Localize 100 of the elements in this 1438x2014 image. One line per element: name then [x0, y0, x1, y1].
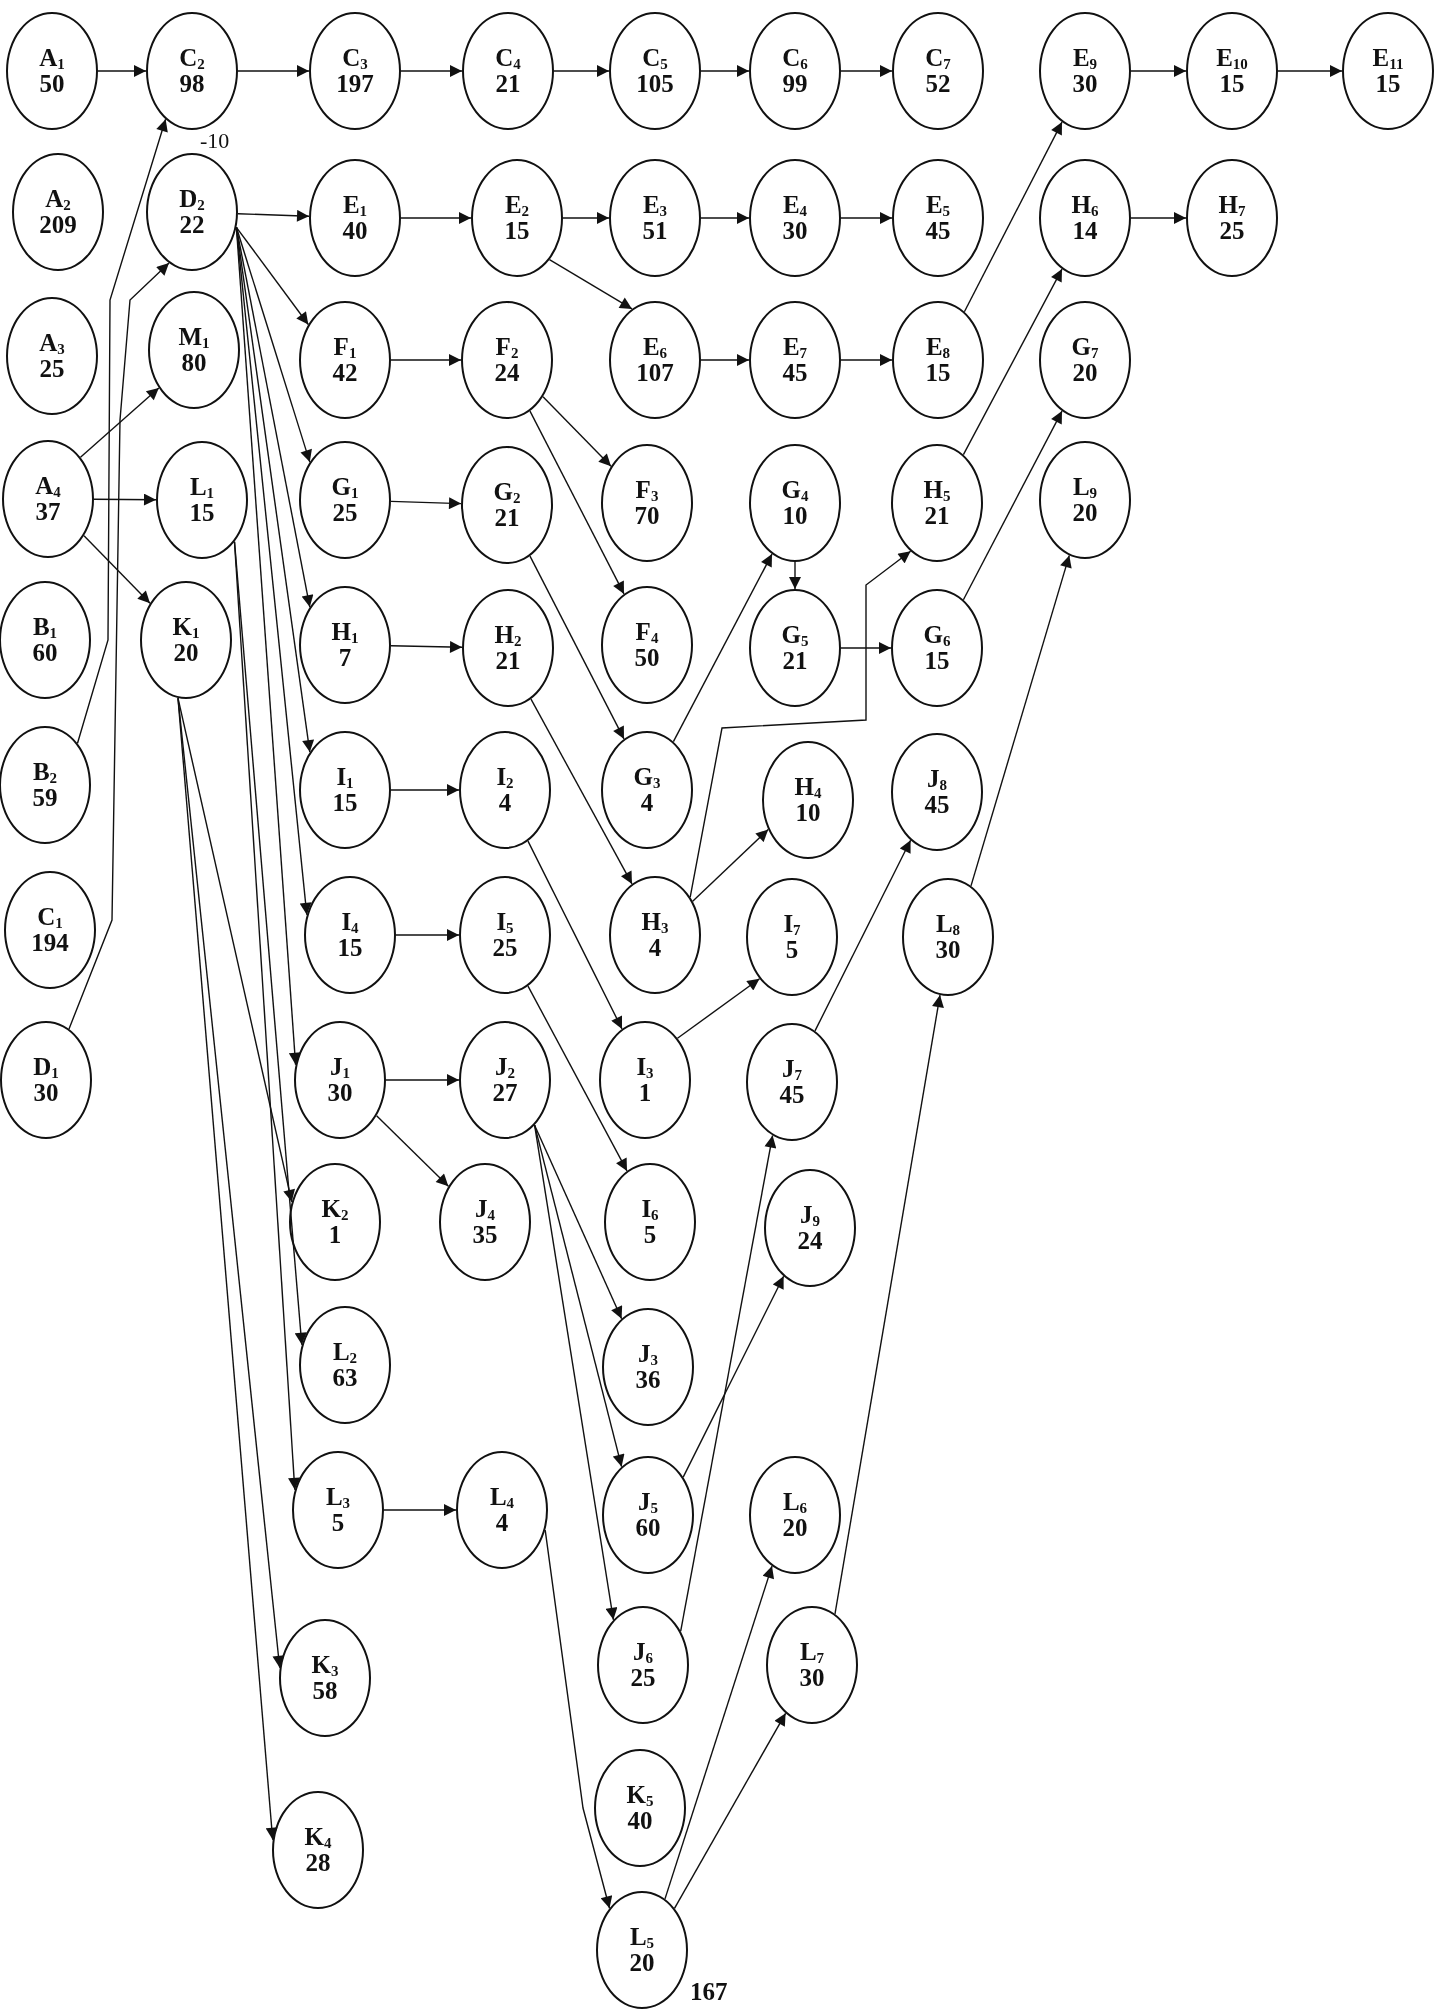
node-value: 60 [32, 640, 58, 667]
node-value: 80 [181, 350, 207, 377]
node-ellipse [1186, 159, 1278, 277]
node-ellipse [12, 153, 104, 271]
node-value: 15 [924, 648, 950, 675]
node-value: 194 [31, 930, 69, 957]
total-value: 167 [690, 1978, 728, 2005]
node-name: G$_{4}$ [781, 476, 809, 503]
node-ellipse [749, 301, 841, 419]
arrow [672, 553, 773, 743]
node-ellipse [299, 1306, 391, 1424]
node-value: 21 [494, 505, 520, 532]
node-name: H$_{3}$ [641, 908, 669, 935]
node-name: E$_{9}$ [1072, 44, 1098, 71]
node-name: K$_{1}$ [172, 613, 200, 640]
node-name: E$_{2}$ [504, 191, 530, 218]
node-ellipse [749, 589, 841, 707]
arrow [395, 929, 460, 941]
arrow [390, 640, 463, 653]
node-value: 105 [636, 71, 674, 98]
node-value: 25 [1219, 218, 1245, 245]
node-value: 15 [337, 935, 363, 962]
node-value: 15 [1375, 71, 1401, 98]
arrow [1130, 65, 1187, 77]
node-value: 15 [925, 360, 951, 387]
arrow [834, 994, 944, 1615]
node-name: L$_{8}$ [935, 910, 961, 937]
arrow [962, 268, 1063, 456]
node-value: 209 [39, 212, 77, 239]
arrow [700, 212, 750, 224]
node-ellipse [292, 1451, 384, 1569]
node-name: I$_{2}$ [496, 763, 514, 790]
arrow [840, 212, 893, 224]
node-value: 58 [312, 1678, 338, 1705]
node-value: 15 [504, 218, 530, 245]
node-name: K$_{5}$ [626, 1781, 654, 1808]
arrow [553, 65, 610, 77]
node-ellipse [289, 1163, 381, 1281]
node-ellipse [749, 1456, 841, 1574]
node-ellipse [597, 1606, 689, 1724]
node-value: 4 [640, 790, 654, 817]
node-value: 5 [643, 1222, 657, 1249]
arrow [529, 410, 625, 595]
node-ellipse [294, 1021, 386, 1139]
node-ellipse [602, 1308, 694, 1426]
node-ellipse [309, 159, 401, 277]
arrow [1130, 212, 1187, 224]
node-name: L$_{3}$ [325, 1483, 351, 1510]
node-value: 22 [179, 212, 205, 239]
node-value: 107 [636, 360, 674, 387]
node-name: I$_{7}$ [783, 910, 801, 937]
node-value: 4 [648, 935, 662, 962]
node-name: I$_{6}$ [641, 1195, 659, 1222]
node-value: 37 [35, 499, 61, 526]
node-name: C$_{1}$ [37, 903, 63, 930]
node-value: 4 [498, 790, 512, 817]
node-value: 28 [305, 1850, 331, 1877]
arrow [385, 1074, 460, 1086]
node-ellipse [891, 444, 983, 562]
node-value: 42 [332, 360, 358, 387]
node-name: L$_{6}$ [782, 1488, 808, 1515]
arrow [664, 1565, 775, 1900]
node-ellipse [749, 12, 841, 130]
node-ellipse [892, 12, 984, 130]
node-value: 4 [495, 1510, 509, 1537]
arrow [390, 354, 462, 366]
node-value: 20 [173, 640, 199, 667]
node-value: 7 [338, 645, 352, 672]
node-ellipse [6, 12, 98, 130]
node-ellipse [456, 1451, 548, 1569]
node-name: J$_{8}$ [927, 765, 947, 792]
node-value: 36 [635, 1367, 661, 1394]
node-name: D$_{1}$ [33, 1053, 59, 1080]
node-value: 1 [638, 1080, 652, 1107]
node-name: F$_{3}$ [635, 476, 659, 503]
node-name: G$_{7}$ [1071, 333, 1099, 360]
arrow [400, 212, 472, 224]
node-value: 27 [492, 1080, 518, 1107]
node-name: K$_{3}$ [311, 1651, 339, 1678]
node-name: E$_{3}$ [642, 191, 668, 218]
node-value: 98 [179, 71, 205, 98]
node-value: 70 [634, 503, 660, 530]
arrow [962, 410, 1063, 601]
node-ellipse [140, 581, 232, 699]
node-value: 197 [336, 71, 374, 98]
node-name: J$_{5}$ [638, 1488, 658, 1515]
node-ellipse [146, 153, 238, 271]
node-name: E$_{1}$ [342, 191, 368, 218]
node-ellipse [459, 876, 551, 994]
node-ellipse [4, 871, 96, 989]
node-ellipse [279, 1619, 371, 1737]
node-ellipse [272, 1791, 364, 1909]
node-value: 21 [495, 648, 521, 675]
node-ellipse [766, 1606, 858, 1724]
node-ellipse [0, 1021, 92, 1139]
node-name: H$_{2}$ [494, 621, 522, 648]
node-value: 59 [32, 785, 58, 812]
node-name: H$_{5}$ [923, 476, 951, 503]
node-name: L$_{4}$ [489, 1483, 515, 1510]
node-ellipse [0, 726, 91, 844]
